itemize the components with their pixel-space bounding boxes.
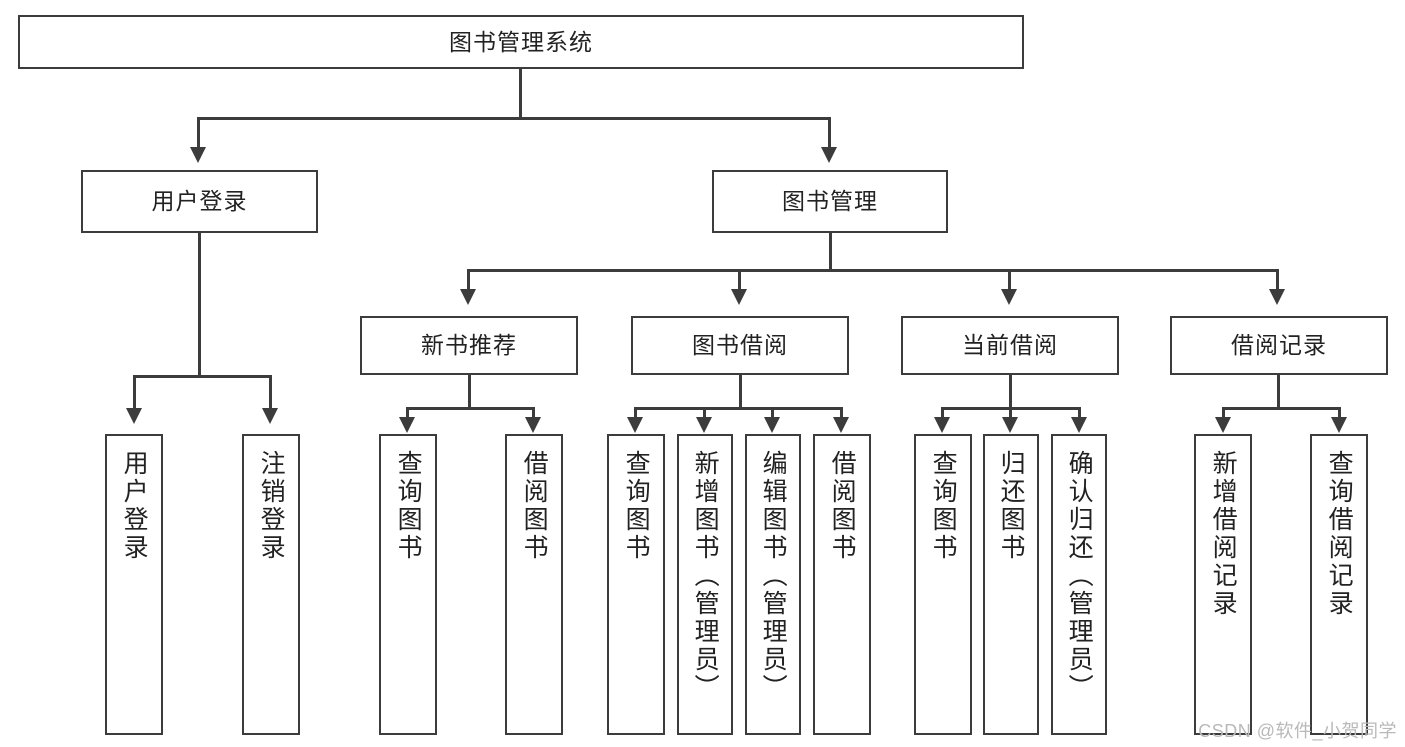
arrowhead-br-add (1215, 417, 1231, 433)
arrowhead-bb-query (627, 417, 643, 433)
node-root-system[interactable]: 图书管理系统 (18, 15, 1024, 69)
connector-book-borrow-stem (739, 375, 742, 410)
node-current-borrow[interactable]: 当前借阅 (901, 316, 1119, 375)
arrowhead-current-borrow (1001, 289, 1017, 305)
node-label: 编辑图书（管理员） (759, 450, 788, 702)
connector-borrow-record-stem (1277, 375, 1280, 410)
node-label: 确认归还（管理员） (1065, 450, 1094, 702)
connector-drop-user-login (197, 117, 200, 149)
connector-drop-cb-return (1009, 407, 1012, 419)
connector-new-book-stem (468, 375, 471, 410)
node-label: 用户登录 (151, 188, 248, 215)
node-label: 当前借阅 (962, 332, 1058, 359)
node-label: 图书管理系统 (449, 28, 593, 55)
node-label: 图书借阅 (692, 332, 788, 359)
arrowhead-nb-borrow (525, 417, 541, 433)
connector-drop-bb-add (703, 407, 706, 419)
node-label: 借阅图书 (828, 450, 857, 562)
connector-book-borrow-bus (634, 407, 843, 410)
connector-drop-book-manage (828, 117, 831, 149)
node-label: 新增借阅记录 (1209, 450, 1238, 618)
connector-level3-bus (467, 269, 1278, 272)
leaf-nb-borrow-book[interactable]: 借阅图书 (505, 434, 563, 735)
leaf-br-add-record[interactable]: 新增借阅记录 (1194, 434, 1252, 735)
node-label: 借阅记录 (1231, 332, 1327, 359)
connector-drop-br-query (1338, 407, 1341, 419)
arrowhead-cb-query (934, 417, 950, 433)
connector-drop-new-book (467, 269, 470, 291)
leaf-logout[interactable]: 注销登录 (242, 434, 300, 735)
arrowhead-new-book (460, 289, 476, 305)
arrowhead-user-login (190, 147, 206, 163)
arrowhead-bb-edit (764, 417, 780, 433)
node-label: 查询图书 (622, 450, 651, 562)
leaf-cb-query-book[interactable]: 查询图书 (914, 434, 972, 735)
connector-new-book-bus (406, 407, 535, 410)
arrowhead-nb-query (399, 417, 415, 433)
connector-current-borrow-stem (1009, 375, 1012, 410)
arrowhead-borrow-record (1269, 289, 1285, 305)
connector-drop-book-borrow (738, 269, 741, 291)
arrowhead-cb-confirm (1071, 417, 1087, 433)
arrowhead-book-borrow (731, 289, 747, 305)
node-label: 新书推荐 (421, 332, 517, 359)
arrowhead-br-query (1331, 417, 1347, 433)
connector-drop-borrow-record (1276, 269, 1279, 291)
node-label: 查询图书 (929, 450, 958, 562)
connector-root-stem (519, 69, 522, 117)
node-new-book-recommend[interactable]: 新书推荐 (360, 316, 578, 375)
connector-book-manage-stem (829, 233, 832, 271)
connector-borrow-record-bus (1222, 407, 1341, 410)
connector-level2-bus (197, 117, 831, 120)
leaf-nb-query-book[interactable]: 查询图书 (379, 434, 437, 735)
node-label: 图书管理 (782, 188, 878, 215)
leaf-bb-add-book-admin[interactable]: 新增图书（管理员） (677, 434, 733, 735)
watermark-text: CSDN @软件_小贺同学 (1198, 721, 1397, 741)
node-label: 归还图书 (997, 450, 1026, 562)
connector-drop-leaf-user-login (133, 375, 136, 410)
leaf-cb-return-book[interactable]: 归还图书 (983, 434, 1039, 735)
connector-drop-bb-edit (771, 407, 774, 419)
node-label: 查询借阅记录 (1325, 450, 1354, 618)
arrowhead-leaf-logout (262, 408, 278, 424)
leaf-cb-confirm-return-admin[interactable]: 确认归还（管理员） (1051, 434, 1107, 735)
leaf-bb-edit-book-admin[interactable]: 编辑图书（管理员） (745, 434, 801, 735)
arrowhead-leaf-user-login (126, 408, 142, 424)
arrowhead-book-manage (821, 147, 837, 163)
connector-drop-bb-borrow (840, 407, 843, 419)
node-user-login[interactable]: 用户登录 (81, 170, 318, 233)
leaf-bb-query-book[interactable]: 查询图书 (607, 434, 665, 735)
node-label: 注销登录 (257, 450, 286, 562)
connector-drop-nb-query (406, 407, 409, 419)
connector-drop-bb-query (634, 407, 637, 419)
node-borrow-record[interactable]: 借阅记录 (1170, 316, 1388, 375)
connector-drop-cb-confirm (1078, 407, 1081, 419)
node-label: 借阅图书 (520, 450, 549, 562)
connector-drop-nb-borrow (532, 407, 535, 419)
node-book-management[interactable]: 图书管理 (712, 170, 948, 233)
arrowhead-bb-borrow (833, 417, 849, 433)
leaf-bb-borrow-book[interactable]: 借阅图书 (813, 434, 871, 735)
arrowhead-cb-return (1002, 417, 1018, 433)
node-book-borrow[interactable]: 图书借阅 (631, 316, 849, 375)
connector-drop-leaf-logout (269, 375, 272, 410)
leaf-user-login[interactable]: 用户登录 (105, 434, 163, 735)
node-label: 新增图书（管理员） (691, 450, 720, 702)
node-label: 查询图书 (394, 450, 423, 562)
connector-drop-br-add (1222, 407, 1225, 419)
connector-user-login-stem (198, 233, 201, 378)
connector-user-login-bus (133, 375, 271, 378)
arrowhead-bb-add (696, 417, 712, 433)
connector-drop-current-borrow (1008, 269, 1011, 291)
node-label: 用户登录 (120, 450, 149, 562)
connector-drop-cb-query (941, 407, 944, 419)
leaf-br-query-record[interactable]: 查询借阅记录 (1310, 434, 1368, 735)
